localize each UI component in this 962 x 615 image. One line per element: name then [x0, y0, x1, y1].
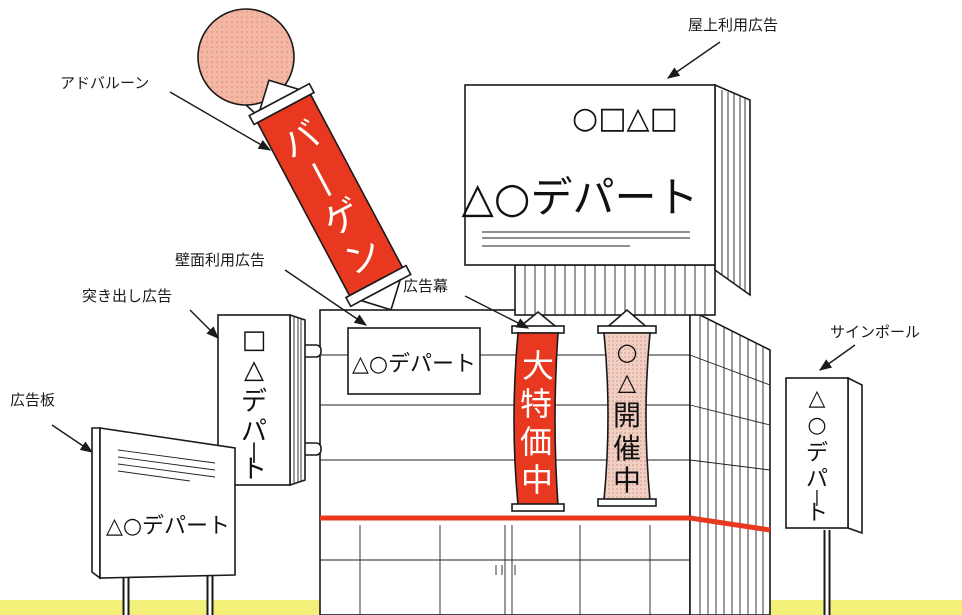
- pole-char-4: パ: [806, 467, 828, 492]
- label-rooftop-ad: 屋上利用広告: [688, 16, 778, 34]
- label-sign-pole: サインポール: [830, 323, 920, 341]
- pole-char-1: △: [809, 386, 826, 411]
- ad-balloon: バ | ゲ ン: [197, 8, 412, 311]
- banner-pink-char-5: 中: [613, 464, 641, 497]
- label-billboard: 広告板: [10, 391, 55, 409]
- pole-char-6: ト: [806, 501, 828, 526]
- banner-pink-char-2: △: [618, 368, 637, 396]
- sign-pole: △ ○ デ パ | ト: [785, 376, 863, 615]
- banner-red-char-4: 中: [521, 461, 553, 499]
- wall-sign: △○デパート: [347, 327, 481, 395]
- label-projecting-sign: 突き出し広告: [82, 287, 172, 305]
- projecting-char-5: |: [251, 439, 258, 463]
- pole-char-2: ○: [807, 413, 826, 438]
- pole-char-5: |: [814, 487, 819, 506]
- label-banner: 広告幕: [403, 277, 448, 295]
- projecting-char-4: パ: [241, 417, 267, 447]
- billboard: △○デパート: [91, 427, 236, 615]
- label-ad-balloon: アドバルーン: [60, 74, 149, 92]
- arrow-sign-pole: [818, 344, 856, 371]
- arrow-rooftop-ad: [666, 41, 721, 79]
- projecting-char-6: ト: [241, 455, 267, 485]
- arrow-banner: [464, 295, 530, 329]
- banner-pink-char-4: 催: [613, 432, 641, 465]
- banner-pink-char-3: 開: [613, 399, 641, 432]
- projecting-sign: □ △ デ パ | ト: [217, 313, 322, 487]
- arrow-projecting-sign: [189, 309, 219, 339]
- banner-red: 大 特 価 中: [511, 310, 565, 512]
- billboard-store-name: △○デパート: [106, 514, 230, 539]
- wall-store-name: △○デパート: [352, 352, 476, 377]
- arrow-wall-ad: [284, 269, 368, 326]
- arrow-billboard: [51, 424, 94, 453]
- rooftop-symbols: ○□△□: [572, 101, 678, 136]
- arrow-ad-balloon: [169, 91, 272, 151]
- banner-pink: ○ △ 開 催 中: [597, 308, 657, 507]
- banner-red-char-3: 価: [520, 423, 552, 461]
- pole-char-3: デ: [806, 441, 828, 466]
- banner-red-char-1: 大: [522, 347, 554, 385]
- callouts: アドバルーン 屋上利用広告 壁面利用広告 突き出し広告 広告幕 サインポール 広…: [10, 16, 920, 453]
- rooftop-sign: ○□△□ △○デパート: [462, 83, 751, 316]
- banner-pink-char-1: ○: [617, 338, 638, 366]
- projecting-char-1: □: [242, 325, 267, 355]
- projecting-char-3: デ: [241, 387, 267, 417]
- projecting-char-2: △: [244, 355, 264, 385]
- label-wall-ad: 壁面利用広告: [175, 251, 265, 269]
- banner-red-char-2: 特: [520, 385, 552, 423]
- rooftop-store-name: △○デパート: [462, 173, 699, 222]
